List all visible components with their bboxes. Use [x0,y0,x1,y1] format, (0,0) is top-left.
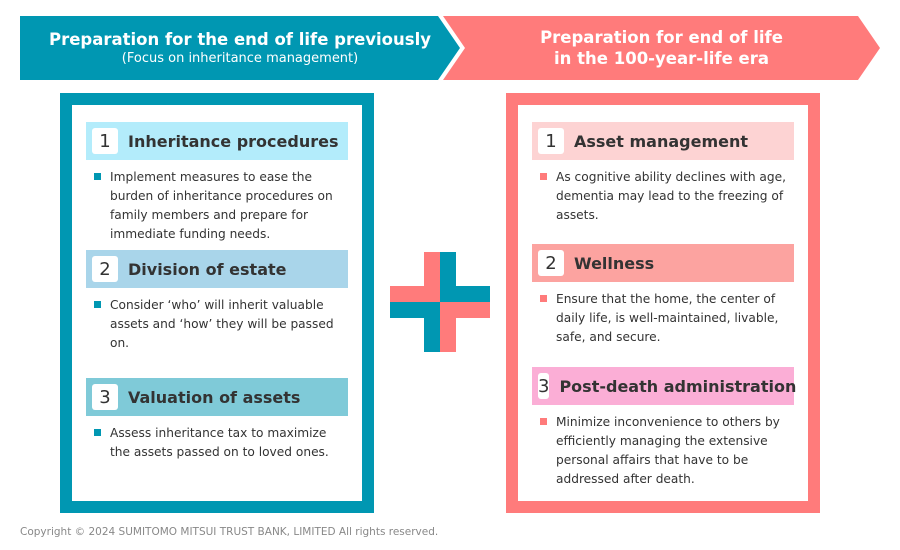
copyright: Copyright © 2024 SUMITOMO MITSUI TRUST B… [20,526,439,538]
section-header: 2 Division of estate [86,250,348,288]
bullet-icon [94,173,101,180]
new-era-title-line1: Preparation for end of life [540,28,783,47]
section-title: Asset management [574,131,749,151]
previous-title: Preparation for the end of life previous… [48,29,431,49]
section-number: 3 [92,384,118,410]
plus-icon [390,252,490,352]
new-era-title-line2: in the 100-year-life era [554,49,769,68]
section-wellness: 2 Wellness Ensure that the home, the cent… [532,244,794,347]
section-valuation-of-assets: 3 Valuation of assets Assess inheritance … [86,378,348,462]
section-number: 1 [92,128,118,154]
section-number: 1 [538,128,564,154]
section-text: Ensure that the home, the center of dail… [556,292,779,344]
section-title: Post-death administration [559,376,797,396]
section-header: 3 Post-death administration [532,367,797,405]
section-asset-management: 1 Asset management As cognitive ability d… [532,122,794,225]
bullet-icon [94,429,101,436]
section-number: 3 [538,373,550,399]
section-post-death-administration: 3 Post-death administration Minimize inco… [532,367,797,489]
section-number: 2 [92,256,118,282]
section-header: 1 Asset management [532,122,794,160]
previous-panel: 1 Inheritance procedures Implement measur… [60,93,374,513]
bullet-icon [540,295,547,302]
previous-header-arrow: Preparation for the end of life previous… [20,16,460,80]
previous-subtitle: (Focus on inheritance management) [121,50,359,66]
bullet-icon [540,173,547,180]
section-title: Division of estate [128,259,287,279]
new-era-header-arrow: Preparation for end of life in the 100-y… [443,16,880,80]
section-number: 2 [538,250,564,276]
section-text: Implement measures to ease the burden of… [110,170,333,241]
section-title: Valuation of assets [128,387,301,407]
new-era-panel: 1 Asset management As cognitive ability d… [506,93,820,513]
bullet-icon [94,301,101,308]
section-text: Consider ‘who’ will inherit valuable ass… [110,298,334,350]
section-title: Inheritance procedures [128,131,339,151]
section-text: Minimize inconvenience to others by effi… [556,415,780,486]
section-text: As cognitive ability declines with age, … [556,170,787,222]
bullet-icon [540,418,547,425]
section-title: Wellness [574,253,655,273]
section-division-of-estate: 2 Division of estate Consider ‘who’ will … [86,250,348,353]
section-header: 3 Valuation of assets [86,378,348,416]
section-inheritance-procedures: 1 Inheritance procedures Implement measur… [86,122,348,244]
section-text: Assess inheritance tax to maximize the a… [110,426,329,459]
section-header: 2 Wellness [532,244,794,282]
section-header: 1 Inheritance procedures [86,122,348,160]
